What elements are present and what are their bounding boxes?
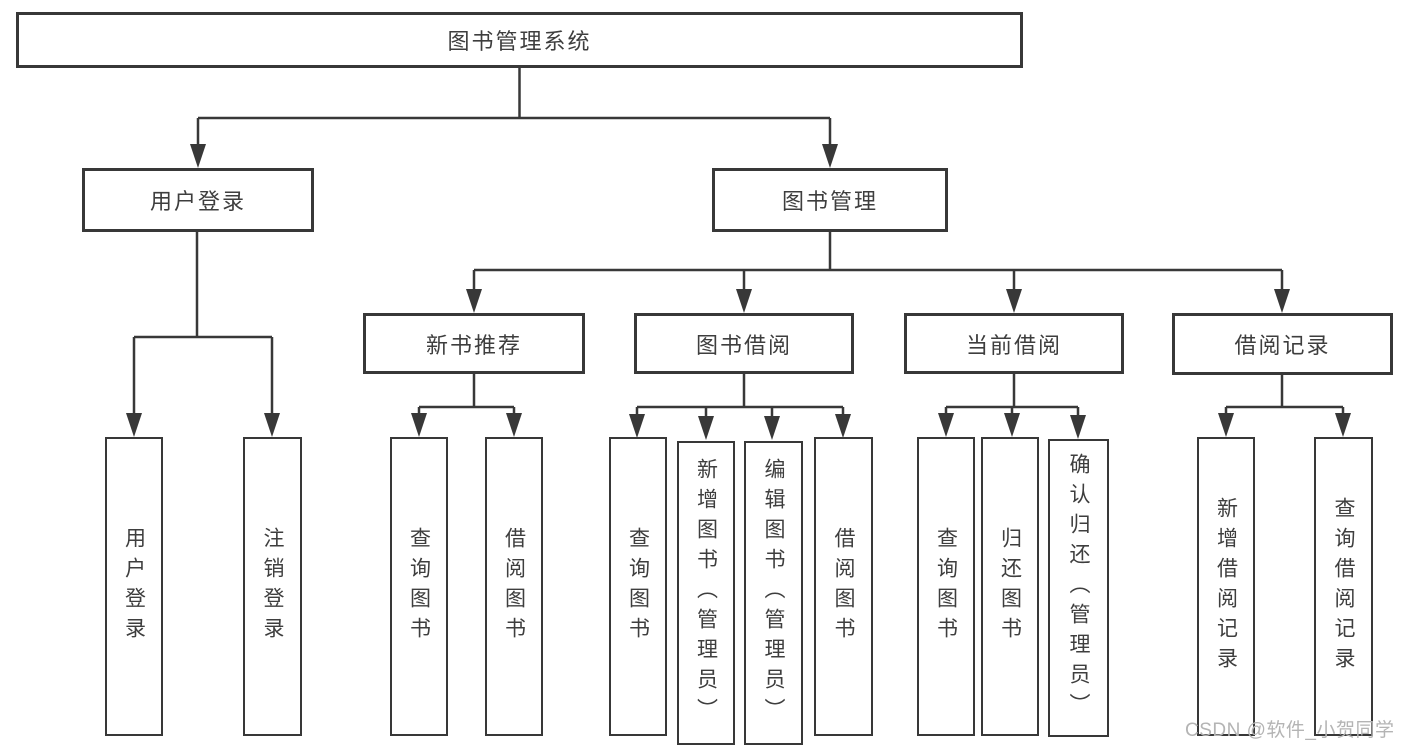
leaf-return-books: 归还图书 [981,437,1039,736]
arrowheads-level2 [190,144,838,168]
leaf-borrow-books-borrow: 借阅图书 [814,437,873,736]
connector-book-mgmt-to-level3 [472,232,1284,295]
csdn-watermark: CSDN @软件_小贺同学 [1185,720,1395,741]
node-current-borrow-label: 当前借阅 [965,332,1062,358]
node-new-book-recommend: 新书推荐 [363,313,585,374]
node-root: 图书管理系统 [16,12,1023,68]
leaf-logout-login-label: 注销登录 [261,526,284,647]
connector-root-to-level2 [196,68,832,150]
leaf-query-books-borrow-label: 查询图书 [626,526,650,647]
leaf-add-books-admin-label: 新增图书（管理员） [694,458,718,728]
arrowheads-new-book-branch [411,413,522,437]
connector-user-login-branch [132,232,274,419]
node-book-management-label: 图书管理 [781,189,878,214]
leaf-add-borrow-record: 新增借阅记录 [1197,437,1255,736]
leaf-return-books-label: 归还图书 [998,526,1022,647]
leaf-confirm-return-admin: 确认归还（管理员） [1048,439,1109,737]
connector-book-borrow-branch [635,374,845,422]
node-root-label: 图书管理系统 [447,29,592,54]
node-current-borrow: 当前借阅 [904,313,1124,374]
arrowheads-level3 [466,289,1290,313]
leaf-logout-login: 注销登录 [243,437,302,736]
leaf-query-borrow-record-label: 查询借阅记录 [1332,496,1355,677]
leaf-query-books-newrec-label: 查询图书 [407,526,431,647]
connector-borrow-records-branch [1224,374,1345,419]
leaf-edit-books-admin: 编辑图书（管理员） [744,441,803,745]
leaf-query-books-current: 查询图书 [917,437,975,736]
leaf-query-borrow-record: 查询借阅记录 [1314,437,1373,736]
leaf-add-borrow-record-label: 新增借阅记录 [1214,496,1238,677]
node-book-borrow-label: 图书借阅 [695,332,792,358]
node-user-login-label: 用户登录 [149,189,246,214]
leaf-add-books-admin: 新增图书（管理员） [677,441,735,745]
leaf-borrow-books-borrow-label: 借阅图书 [832,526,855,647]
leaf-query-books-borrow: 查询图书 [609,437,667,736]
arrowheads-borrow-records-branch [1218,413,1351,437]
leaf-query-books-newrec: 查询图书 [390,437,448,736]
leaf-confirm-return-admin-label: 确认归还（管理员） [1067,453,1090,723]
leaf-user-login: 用户登录 [105,437,163,736]
node-user-login: 用户登录 [82,168,314,232]
leaf-user-login-label: 用户登录 [122,526,146,647]
node-borrow-records: 借阅记录 [1172,313,1393,375]
node-book-borrow: 图书借阅 [634,313,854,374]
leaf-borrow-books-newrec-label: 借阅图书 [502,526,526,647]
node-new-book-recommend-label: 新书推荐 [425,332,522,358]
arrowheads-current-borrow-branch [938,413,1086,439]
connector-new-book-branch [417,374,516,419]
leaf-edit-books-admin-label: 编辑图书（管理员） [762,458,785,728]
node-book-management: 图书管理 [712,168,948,232]
leaf-borrow-books-newrec: 借阅图书 [485,437,543,736]
leaf-query-books-current-label: 查询图书 [934,526,958,647]
node-borrow-records-label: 借阅记录 [1234,333,1331,358]
arrowheads-user-login-branch [126,413,280,437]
